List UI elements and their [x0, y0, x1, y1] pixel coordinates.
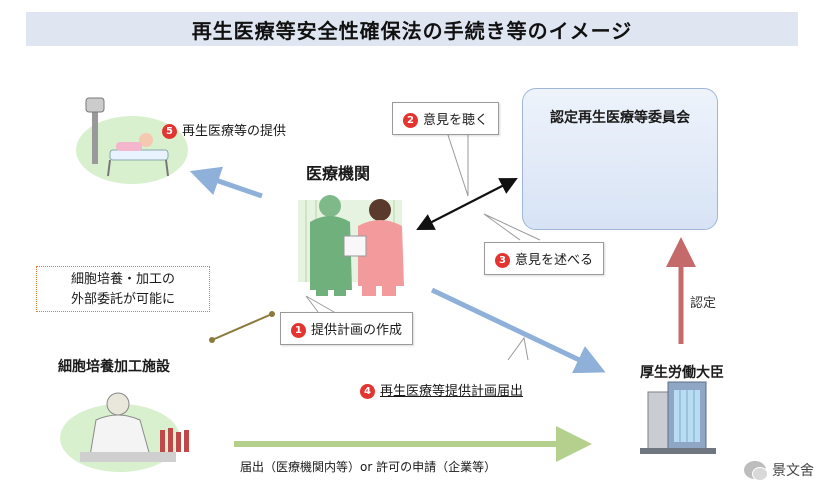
step-2-badge: 2 — [403, 113, 418, 128]
wechat-icon — [744, 461, 768, 481]
ministry-building-illustration — [640, 381, 716, 454]
arrow-provide-care — [189, 166, 263, 199]
arrow-submit-plan — [430, 287, 606, 374]
step-4-submit-plan: 4 再生医療等提供計画届出 — [360, 380, 523, 399]
step-1-label: 提供計画の作成 — [311, 323, 403, 338]
outsourcing-note-line2: 外部委託が可能に — [70, 292, 175, 307]
cell-facility-label: 細胞培養加工施設 — [58, 359, 170, 375]
outsourcing-connector — [211, 313, 273, 341]
step-5-label: 再生医療等の提供 — [182, 124, 287, 139]
title-bar: 再生医療等安全性確保法の手続き等のイメージ — [26, 12, 798, 46]
watermark-text: 景文舍 — [772, 463, 814, 479]
medical-staff-illustration — [298, 195, 404, 296]
step-5-badge: 5 — [162, 124, 177, 139]
step-3-respond-callout: 3 意見を述べる — [484, 242, 605, 275]
connector-dot-start — [209, 337, 215, 343]
connector-dot-end — [269, 311, 275, 317]
step-1-badge: 1 — [291, 323, 306, 338]
step-3-badge: 3 — [495, 253, 510, 268]
watermark: 景文舍 — [744, 460, 814, 481]
facility-application-label: 届出（医療機関内等）or 許可の申請（企業等） — [240, 460, 497, 474]
committee-box: 認定再生医療等委員会 — [522, 88, 718, 230]
callout-tail-submit — [507, 336, 529, 361]
outsourcing-note: 細胞培養・加工の 外部委託が可能に — [36, 266, 210, 312]
arrow-consult-committee — [416, 177, 518, 231]
committee-label: 認定再生医療等委員会 — [550, 110, 690, 126]
approval-label: 認定 — [690, 296, 717, 311]
lab-worker-illustration — [60, 392, 189, 472]
step-2-label: 意見を聴く — [423, 113, 489, 128]
callout-tail-plan — [305, 295, 335, 313]
step-5-provide-care: 5 再生医療等の提供 — [162, 120, 286, 139]
step-2-listen-callout: 2 意見を聴く — [392, 102, 500, 135]
step-3-label: 意見を述べる — [515, 253, 594, 268]
callout-tail-listen — [447, 134, 469, 197]
patient-illustration — [76, 97, 188, 184]
page-title: 再生医療等安全性確保法の手続き等のイメージ — [191, 18, 633, 43]
medical-institution-label: 医療機関 — [306, 164, 371, 183]
step-4-badge: 4 — [360, 384, 375, 399]
step-4-label: 再生医療等提供計画届出 — [380, 384, 524, 399]
callout-tail-respond — [483, 213, 541, 241]
outsourcing-note-line1: 細胞培養・加工の — [70, 272, 175, 287]
step-1-plan-callout: 1 提供計画の作成 — [280, 312, 414, 345]
minister-label: 厚生労働大臣 — [640, 365, 724, 381]
